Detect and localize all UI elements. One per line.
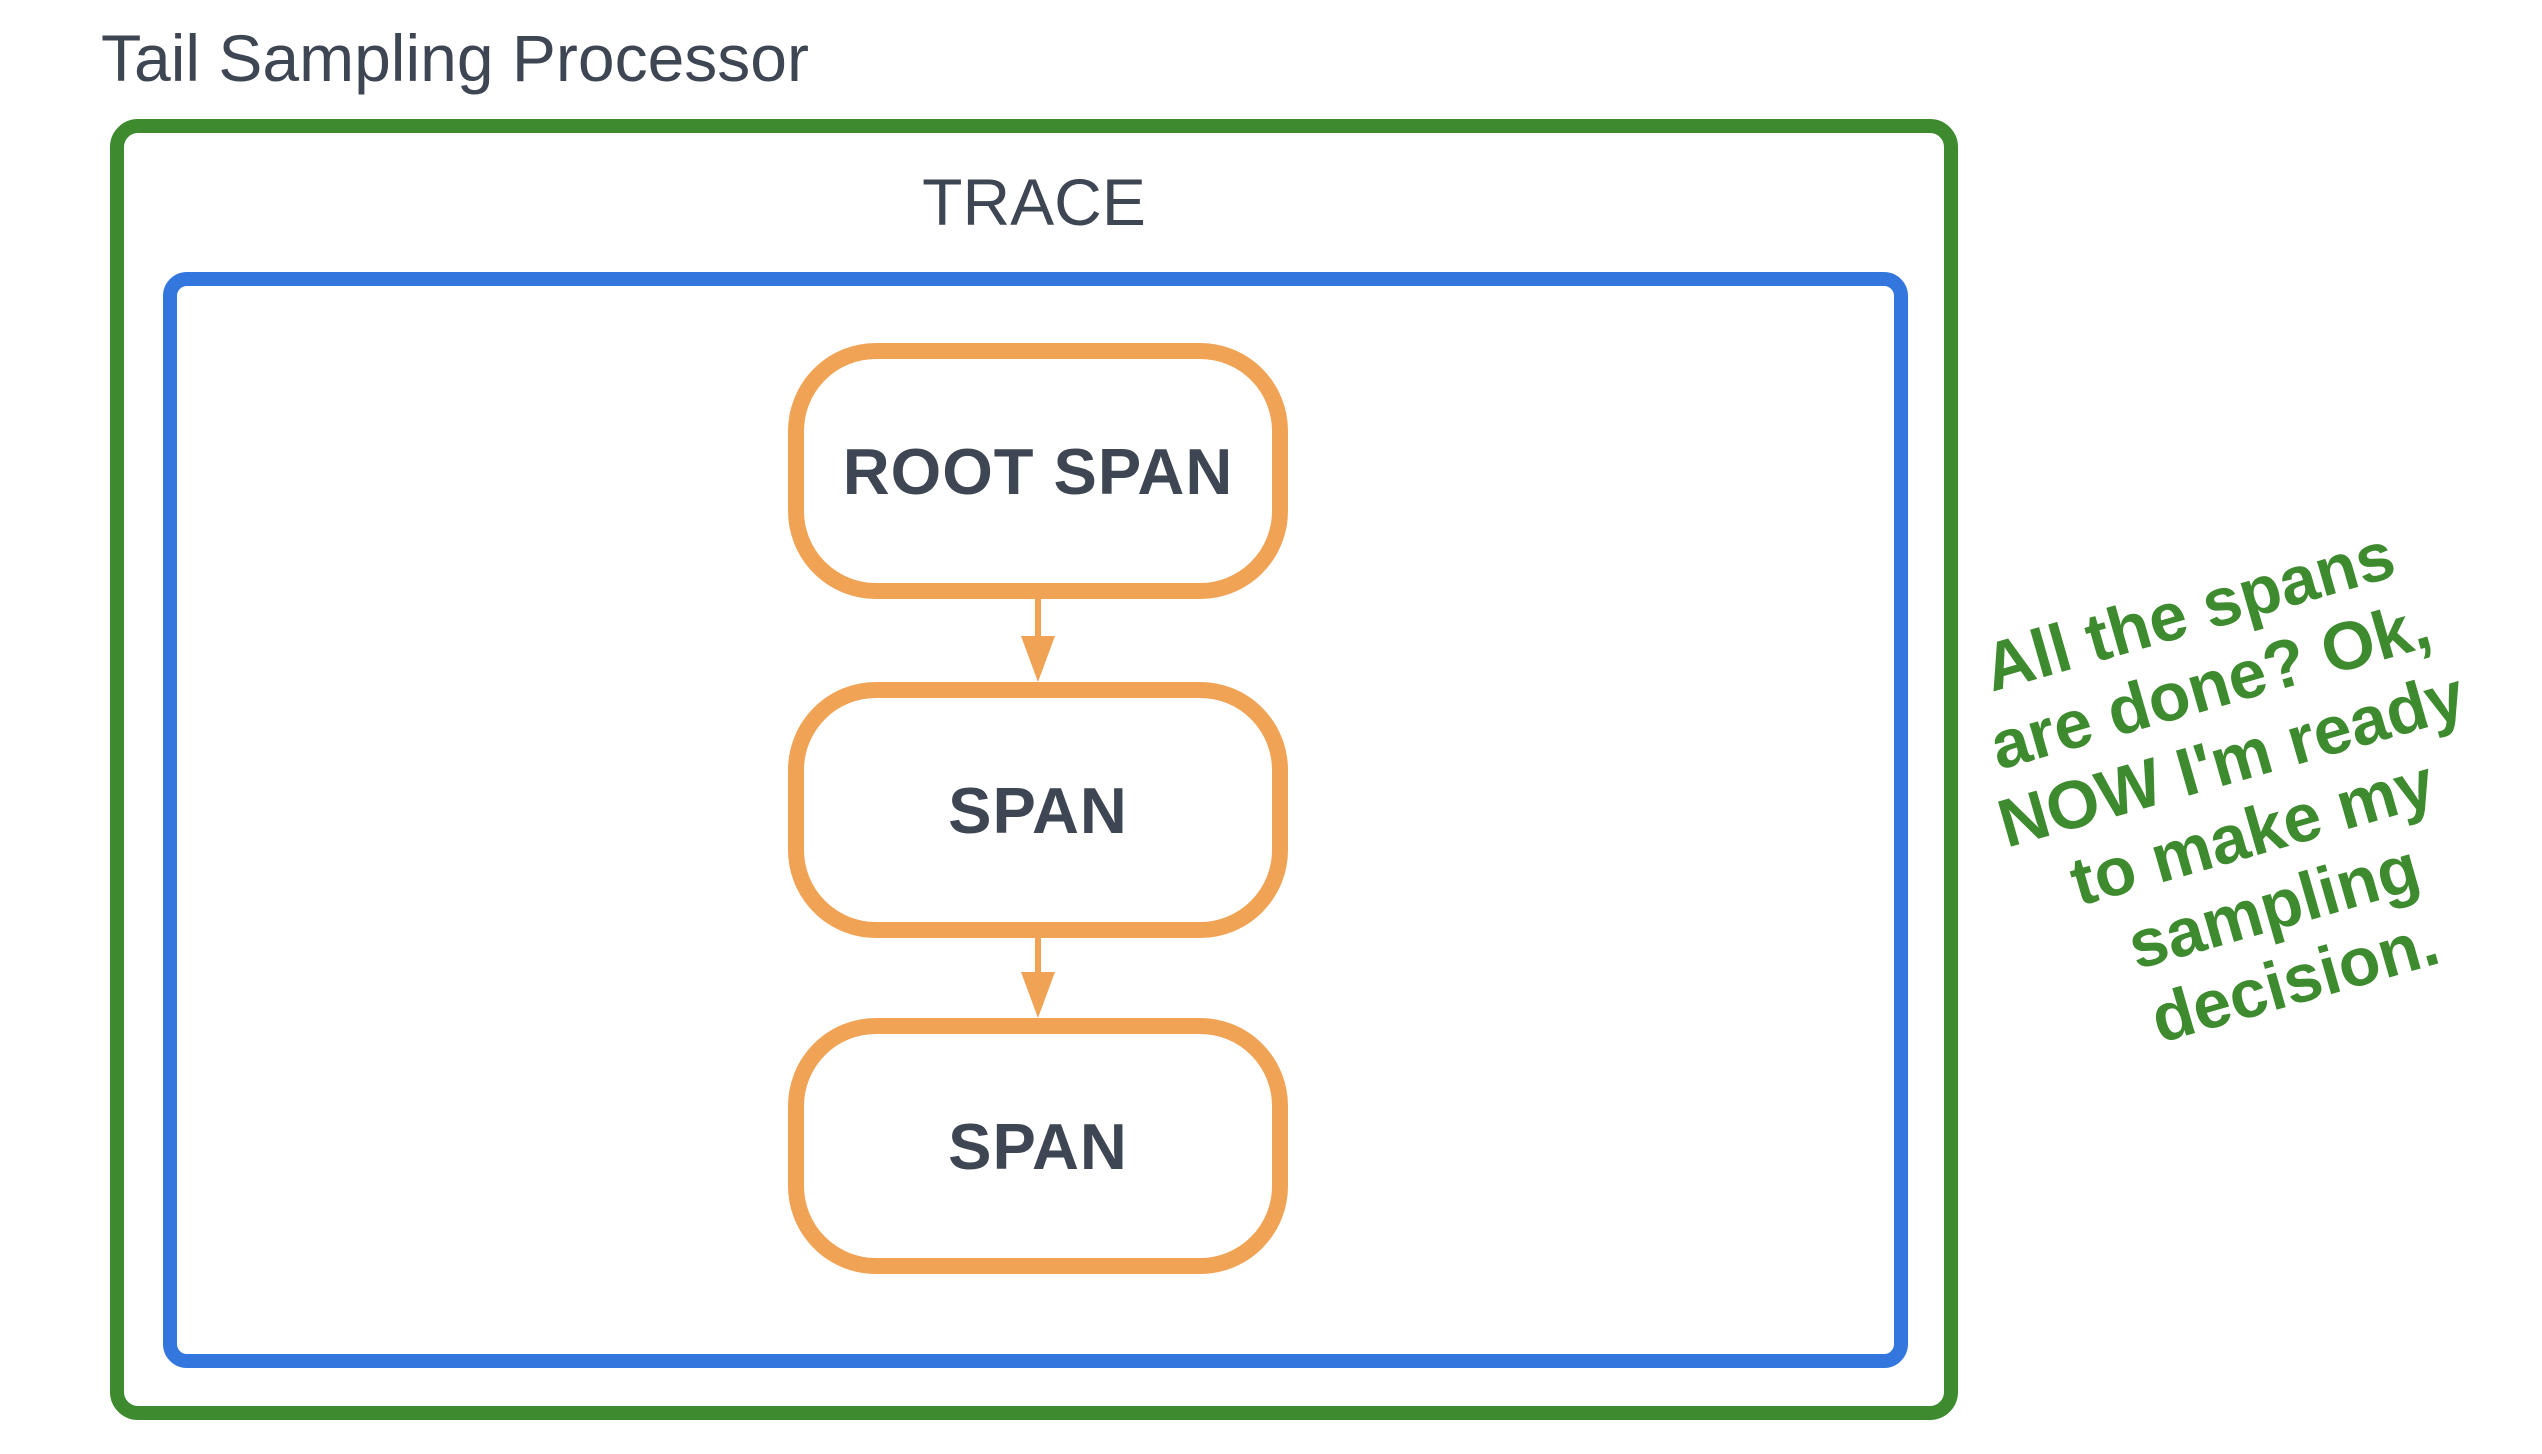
tail-sampling-processor-box: [110, 119, 1958, 1420]
diagram-title: Tail Sampling Processor: [101, 21, 809, 95]
trace-label: TRACE: [922, 165, 1146, 239]
span-node: SPAN: [788, 682, 1288, 938]
span-node: SPAN: [788, 1018, 1288, 1274]
root-span-node: ROOT SPAN: [788, 343, 1288, 599]
trace-box: [163, 272, 1908, 1368]
root-span-label: ROOT SPAN: [842, 434, 1234, 508]
span-label: SPAN: [948, 1109, 1128, 1183]
arrow-stem: [1035, 938, 1041, 976]
annotation-text: All the spans are done? Ok, NOW I'm read…: [1896, 494, 2542, 1099]
arrow-stem: [1035, 598, 1041, 638]
span-label: SPAN: [948, 773, 1128, 847]
